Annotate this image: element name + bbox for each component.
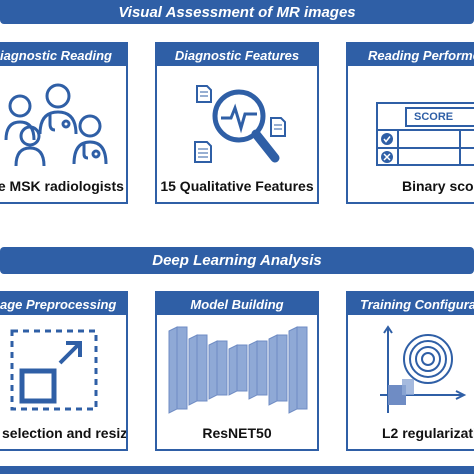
panel-title-model-building: Model Building [157, 293, 317, 315]
panel-title-diagnostic-reading: iagnostic Reading [0, 44, 126, 66]
panel-diagnostic-reading: iagnostic Reading ee MSK radiologists [0, 42, 128, 204]
doctor-group-icon [4, 83, 108, 166]
label-binary-score: Binary score [402, 178, 474, 194]
bottom-bar [0, 466, 474, 474]
label-resnet50: ResNET50 [202, 425, 272, 441]
label-radiologists: ee MSK radiologists [0, 178, 124, 194]
label-qualitative-features: 15 Qualitative Features [160, 178, 314, 194]
panel-title-image-preprocessing: age Preprocessing [0, 293, 126, 315]
panel-image-preprocessing: age Preprocessing selection and resize [0, 291, 128, 451]
panel-title-reading-performance: Reading Performe [348, 44, 474, 66]
panel-training-configuration: Training Configura L2 regularizatio [346, 291, 474, 451]
deep-learning-title: Deep Learning Analysis [152, 252, 322, 269]
score-table-icon [376, 102, 474, 166]
label-selection-resize: selection and resize [2, 425, 128, 441]
visual-assessment-header: Visual Assessment of MR images [0, 0, 474, 24]
regularization-plot-icon [380, 325, 467, 413]
magnifier-waveform-icon [194, 85, 286, 163]
panel-title-training-configuration: Training Configura [348, 293, 474, 315]
label-l2-regularization: L2 regularizatio [382, 425, 474, 441]
deep-learning-header: Deep Learning Analysis [0, 247, 474, 274]
panel-diagnostic-features: Diagnostic Features 15 Qualitative Featu… [155, 42, 319, 204]
network-layers-icon [168, 326, 308, 414]
panel-reading-performance: Reading Performe SCORE Binary score [346, 42, 474, 204]
crop-resize-icon [10, 329, 98, 411]
visual-assessment-title: Visual Assessment of MR images [118, 3, 356, 21]
panel-title-diagnostic-features: Diagnostic Features [157, 44, 317, 66]
score-label: SCORE [414, 111, 454, 123]
panel-model-building: Model Building ResNET50 [155, 291, 319, 451]
